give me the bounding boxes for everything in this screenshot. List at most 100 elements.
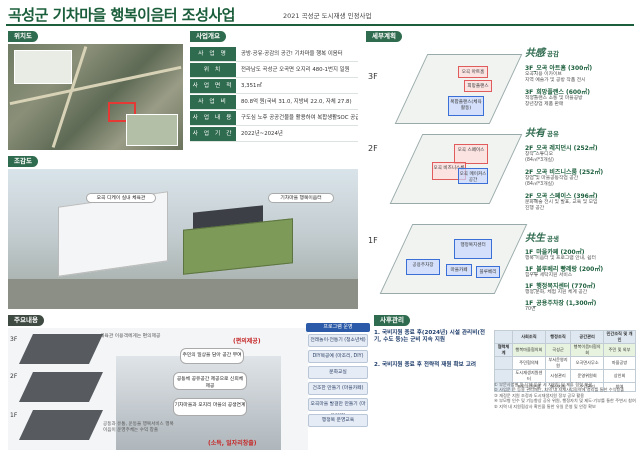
floor-label: 1F (10, 412, 18, 419)
overview-key: 사 업 명 (190, 47, 236, 61)
table-cell: 예산지원 (544, 382, 572, 392)
management-note: ④ 부모형 인수 및 기능향상 공유 위원, 행정자치 및 제도·기부를 통한 … (494, 398, 636, 404)
overview-row: 위 치 전라남도 곡성군 오곡면 오지리 480-1번지 일원 (190, 63, 358, 78)
table-cell: 주민 및 외부 (603, 343, 636, 357)
callout-text: 체육관 이용객에게는 편의제공 (100, 334, 161, 339)
plan-item-name: 1F_행정복지센터 (770㎡) (525, 283, 596, 290)
table-cell: 협력체계 (494, 343, 513, 357)
plan-item-desc: 적정플랜스 소통 및 마을공방 (525, 96, 583, 101)
overview-row: 사 업 내 용 구도심 노후 공공건물을 활용하여 복합생활SOC 공급 (190, 111, 358, 126)
management-table: 사회조직 행정조직 공간관리 민간조직 및 개인 협력체계 행복마을협의회 곡성… (494, 330, 636, 392)
table-cell: 오곡면사무소 (570, 356, 605, 370)
management-point: 2. 국비지원 종료 후 전략적 재원 확보 고려 (374, 362, 476, 368)
plan-item-desc: 힘우류 세탁지원 서비스 (525, 273, 573, 278)
plan-item-desc: 지역 예술가 및 공방 작품 전시 (525, 78, 586, 83)
room-blueberry: 블루베리 (476, 266, 500, 278)
plan-item-name: 3F_오곡 아트홈 (300㎡) (525, 65, 593, 72)
table-cell: 시설관리 (544, 369, 572, 383)
floor-label: 3F (368, 72, 378, 81)
overview-row: 사 업 면 적 3,351㎡ (190, 79, 358, 94)
plan-item-desc: 문화예술 전시 및 발표, 교육 및 모임 (525, 200, 598, 205)
section-location: 위치도 (8, 31, 38, 42)
table-row: 사회조직 행정조직 공간관리 민간조직 및 개인 (494, 330, 636, 344)
program-title: 프로그램 운영 (306, 323, 370, 332)
room-space: 오곡 스페이스 (454, 144, 488, 164)
table-cell: 운영위원회 (570, 369, 605, 383)
table-row: 프로그램운영 예산지원 수익관리 참여 (494, 382, 636, 392)
contents-diagram: 3F 2F 1F 체육관 이용객에게는 편의제공 (편의제공) 주민의 일상을 … (8, 328, 308, 450)
table-cell: 곡성군 (544, 343, 572, 357)
plan-item-desc: 행정,문화, 체험 지원 체계 공간 (525, 290, 588, 295)
location-map (8, 44, 183, 150)
callout-bubble: 주민의 일상을 담아 공간 부여 (180, 348, 244, 364)
plan-item-name: 1F_마을카페 (200㎡) (525, 249, 585, 256)
overview-row: 사 업 기 간 2022년~2024년 (190, 127, 358, 142)
program-item: 행정복 운영교육 (308, 414, 368, 427)
table-cell: 도시재생지원센터 (511, 369, 546, 383)
overview-key: 사 업 면 적 (190, 79, 236, 93)
plan-item-name: 2F_오곡 레지던시 (252㎡) (525, 145, 598, 152)
plan-item-desc: 오곡지용 이카이브 (525, 72, 562, 77)
program-item: 전래놀이·전통기 (청소년체) (308, 334, 368, 347)
room-village-cafe: 마을카페 (446, 264, 472, 276)
table-cell: 주민협의체 (511, 356, 546, 370)
room-makers: 오곡 메이커스 공간 (458, 168, 488, 184)
overview-value: 공방·공유·공감의 공간! 기차마을 행복 이음터 (241, 51, 343, 57)
callout-text: 공동과 유통, 운동을 행복서비스 행복이음이 운영주체는 수익 창출 (103, 422, 174, 433)
overview-key: 사 업 기 간 (190, 127, 236, 141)
callout-happiness: 기차마을 행복이음터 (268, 193, 334, 203)
table-cell: 마을공방 (603, 356, 636, 370)
plan-item-name: 3F_희망플랜스 (600㎡) (525, 89, 590, 96)
title-divider (6, 24, 634, 26)
program-item: 문화교실 (308, 366, 368, 379)
table-cell: 행복이음터협의회 (570, 343, 605, 357)
overview-key: 사 업 내 용 (190, 111, 236, 125)
plan-item-desc: (84㎡*3개실) (525, 158, 554, 163)
callout-gym: 오곡 디케이 실내 체육관 (86, 193, 156, 203)
callout-bubble: 공동체 공유공간 제공으로 신뢰체 제공 (173, 372, 247, 390)
plan-item-name: 1F_공용주차장 (1,300㎡) (525, 300, 597, 307)
plan-item-name: 2F_오곡 비즈니스룸 (252㎡) (525, 169, 604, 176)
floor-label: 3F (10, 336, 18, 343)
table-cell: 행복마을협의회 (511, 343, 546, 357)
floor-stack-diagram: 3F 2F 1F 오곡 아트홈 희망플랜스 복합플랜스(체육활동) 오곡 스페이… (366, 44, 528, 299)
overview-row: 사 업 명 공방·공유·공감의 공간! 기차마을 행복 이음터 (190, 47, 358, 62)
section-contents: 주요내용 (8, 315, 44, 326)
map-inset-overview (14, 50, 72, 84)
management-point: 1. 국비지원 종료 후(2024년) 시설 관리비(전기, 수도 등)는 군비… (374, 330, 486, 343)
floor-label: 2F (10, 373, 18, 380)
plan-item-desc: 70면 (525, 307, 536, 312)
overview-row: 사 업 비 80.8억 원(국비 31.0, 지방비 22.0, 자체 27.8… (190, 95, 358, 110)
overview-value: 구도심 노후 공공건물을 활용하여 복합생활SOC 공급 (241, 115, 358, 121)
callout-bubble: 기차마을과 오지리 마을의 공생연계 (173, 398, 247, 416)
overview-value: 2022년~2024년 (241, 131, 283, 137)
page-subtitle: 2021 곡성군 도시재생 인정사업 (283, 12, 372, 20)
callout-highlight: (편의제공) (233, 338, 261, 345)
overview-key: 사 업 비 (190, 95, 236, 109)
plan-item-desc: 창작 스튜디오 (525, 152, 554, 157)
overview-value: 전라남도 곡성군 오곡면 오지리 480-1번지 일원 (241, 67, 350, 73)
map-inset-detail (126, 114, 178, 146)
room-art-home: 오곡 아트홈 (458, 66, 488, 78)
plan-item-desc: 창년창업 제품 판매 (525, 102, 564, 107)
table-cell (494, 382, 513, 392)
room-complex-plans: 복합플랜스(체육활동) (448, 96, 484, 116)
management-note: ③ 재정운 지원 조정과 도시재생지원 정부 공모 활용 (494, 392, 585, 398)
overview-value: 3,351㎡ (241, 83, 262, 89)
management-note: ⑤ 지역 내 지원협상사 확인을 통한 유일 운영 및 안정 확보 (494, 403, 596, 409)
table-cell (494, 369, 513, 383)
management-note: ① 부문사업별 및 단체 등록 시 지원팀 및 제휴 협력 체결 (494, 382, 592, 387)
room-parking: 공용주차장 (406, 259, 440, 275)
overview-key: 위 치 (190, 63, 236, 77)
plan-item-desc: 행복 이음터 및 프로그램 안내, 쉼터 (525, 256, 596, 261)
room-hope-plans: 희망플랜스 (464, 80, 492, 92)
management-notes: ① 부문사업별 및 단체 등록 시 지원팀 및 제휴 협력 체결 ② 사업운 운… (494, 382, 636, 409)
section-detail: 세부계획 (366, 31, 402, 42)
plan-item-desc: 진행 공간 (525, 206, 545, 211)
